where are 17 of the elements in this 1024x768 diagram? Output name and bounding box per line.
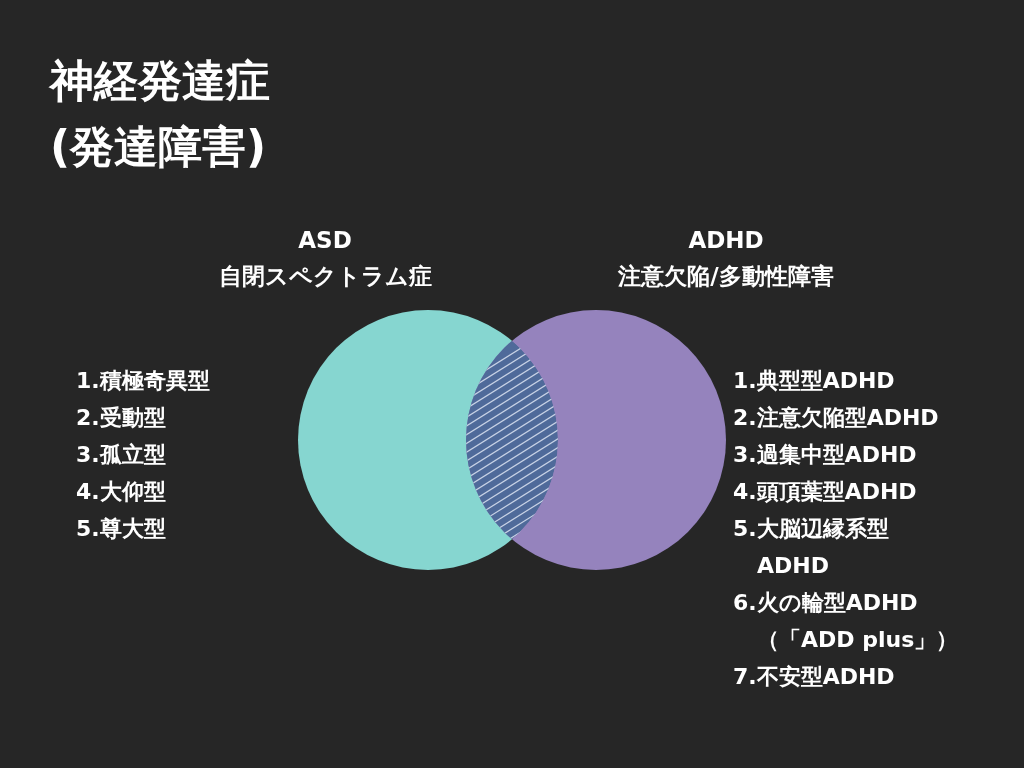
list-item: 5.尊大型 (76, 515, 167, 543)
list-item: 4.大仰型 (76, 478, 167, 506)
circle-heading: 自閉スペクトラム症 (217, 262, 433, 291)
list-item: 7.不安型ADHD (733, 663, 896, 691)
title: 神経発達症 (発達障害) (50, 54, 271, 174)
list-item: 1.典型型ADHD (733, 367, 896, 395)
circle-heading: 注意欠陥/多動性障害 (617, 262, 835, 291)
circle-heading: ASD (297, 226, 353, 255)
list-item: 3.過集中型ADHD (733, 441, 918, 469)
list-item: 5.大脳辺縁系型 ADHD (733, 515, 890, 580)
list-item: 2.受動型 (76, 404, 167, 432)
list-item: 2.注意欠陥型ADHD (733, 404, 940, 432)
list-item: 3.孤立型 (76, 441, 167, 469)
list-item: 6.火の輪型ADHD （「ADD plus」） (733, 589, 960, 654)
list-item: 4.頭頂葉型ADHD (733, 478, 918, 506)
list-item: 1.積極奇異型 (76, 367, 211, 395)
circle-heading: ADHD (687, 226, 765, 255)
